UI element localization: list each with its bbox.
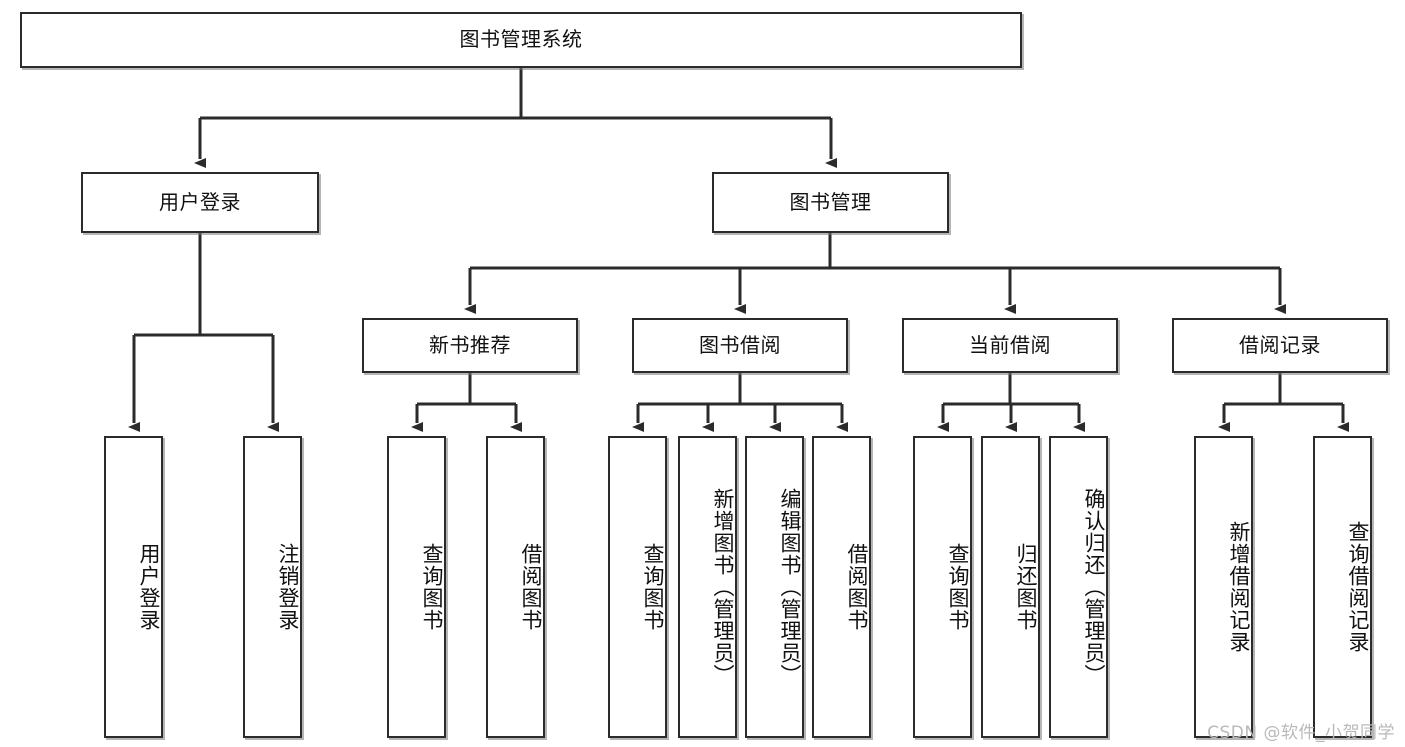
- node-leaf-borrow-2[interactable]: 借阅图书: [812, 436, 871, 738]
- node-root[interactable]: 图书管理系统: [20, 12, 1022, 68]
- edges: [128, 68, 1349, 432]
- node-label-borrow-record: 借阅记录: [1239, 332, 1321, 357]
- node-label-leaf-query-2: 查询图书: [641, 543, 665, 631]
- node-label-book-manage: 图书管理: [789, 189, 872, 214]
- node-leaf-login[interactable]: 用户登录: [104, 436, 163, 738]
- node-book-borrow[interactable]: 图书借阅: [632, 318, 848, 373]
- node-label-leaf-query-rec: 查询借阅记录: [1346, 521, 1370, 653]
- node-leaf-borrow-1[interactable]: 借阅图书: [486, 436, 545, 738]
- node-label-root: 图书管理系统: [459, 27, 583, 52]
- node-borrow-record[interactable]: 借阅记录: [1172, 318, 1388, 373]
- node-leaf-add-book[interactable]: 新增图书（管理员）: [678, 436, 737, 738]
- node-leaf-edit-book[interactable]: 编辑图书（管理员）: [745, 436, 804, 738]
- node-leaf-query-1[interactable]: 查询图书: [387, 436, 446, 738]
- node-leaf-query-2[interactable]: 查询图书: [608, 436, 667, 738]
- node-label-leaf-logout: 注销登录: [276, 543, 300, 631]
- node-label-new-book-rec: 新书推荐: [429, 332, 511, 357]
- node-leaf-query-3[interactable]: 查询图书: [913, 436, 972, 738]
- node-current-borrow[interactable]: 当前借阅: [902, 318, 1118, 373]
- node-user-login[interactable]: 用户登录: [81, 172, 319, 233]
- node-label-leaf-confirm: 确认归还（管理员）: [1082, 488, 1106, 686]
- node-label-leaf-add-rec: 新增借阅记录: [1227, 521, 1251, 653]
- node-label-leaf-edit-book: 编辑图书（管理员）: [778, 488, 802, 686]
- node-leaf-confirm[interactable]: 确认归还（管理员）: [1049, 436, 1108, 738]
- node-leaf-logout[interactable]: 注销登录: [243, 436, 302, 738]
- node-label-leaf-return: 归还图书: [1014, 543, 1038, 631]
- node-label-book-borrow: 图书借阅: [699, 332, 781, 357]
- node-label-leaf-borrow-1: 借阅图书: [519, 543, 543, 631]
- node-label-current-borrow: 当前借阅: [969, 332, 1051, 357]
- node-leaf-query-rec[interactable]: 查询借阅记录: [1313, 436, 1372, 738]
- node-new-book-rec[interactable]: 新书推荐: [362, 318, 578, 373]
- node-label-user-login: 用户登录: [159, 189, 241, 214]
- node-label-leaf-query-1: 查询图书: [420, 543, 444, 631]
- node-label-leaf-borrow-2: 借阅图书: [845, 543, 869, 631]
- node-leaf-return[interactable]: 归还图书: [981, 436, 1040, 738]
- node-label-leaf-query-3: 查询图书: [946, 543, 970, 631]
- node-label-leaf-login: 用户登录: [137, 543, 161, 631]
- node-label-leaf-add-book: 新增图书（管理员）: [711, 488, 735, 686]
- node-book-manage[interactable]: 图书管理: [712, 172, 949, 233]
- node-leaf-add-rec[interactable]: 新增借阅记录: [1194, 436, 1253, 738]
